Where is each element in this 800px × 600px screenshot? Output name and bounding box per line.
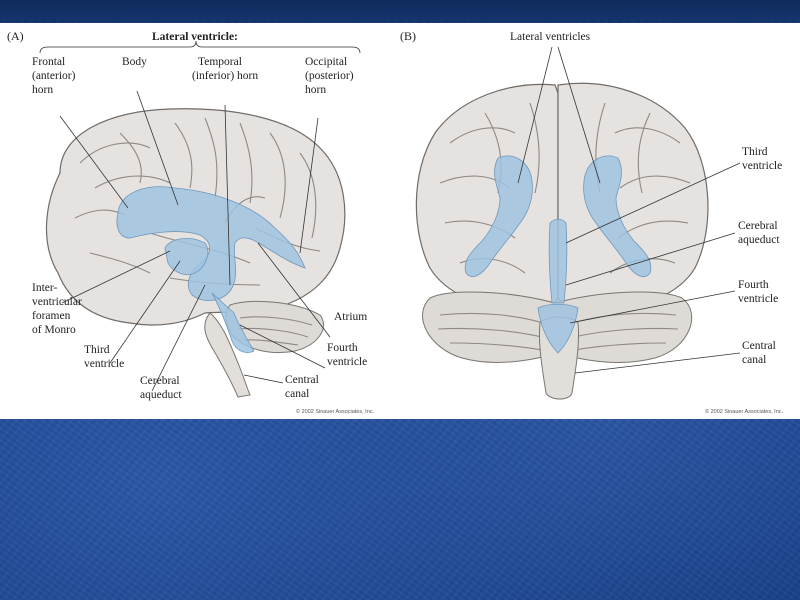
heading-bracket: [39, 40, 361, 54]
copyright-a: © 2002 Sinauer Associates, Inc.: [296, 408, 375, 415]
label-third-ventricle-2: ventricle: [84, 358, 124, 370]
label-fourth-ventricle-b-1: Fourth: [738, 279, 769, 291]
slide-top-band: [0, 0, 800, 22]
label-frontal-horn-3: horn: [32, 84, 53, 96]
figure-panel-b: (B) Lateral ventricles Third ventricle C…: [390, 23, 800, 419]
brain-posterior: [415, 82, 709, 400]
label-temporal-horn-1: Temporal: [198, 56, 242, 68]
label-foramen-monro-4: of Monro: [32, 324, 76, 336]
leader-lines-a: [59, 90, 331, 392]
label-lateral-ventricles: Lateral ventricles: [510, 31, 591, 43]
label-cerebral-aqueduct-1: Cerebral: [140, 375, 180, 387]
label-occipital-horn-1: Occipital: [305, 56, 347, 68]
label-central-canal-b-1: Central: [742, 340, 776, 352]
label-central-canal-1: Central: [285, 374, 319, 386]
panel-b-id: (B): [400, 29, 416, 43]
label-central-canal-b-2: canal: [742, 354, 766, 366]
label-cerebral-aqueduct-2: aqueduct: [140, 389, 182, 401]
label-frontal-horn-1: Frontal: [32, 56, 65, 68]
copyright-b: © 2002 Sinauer Associates, Inc.: [705, 408, 784, 415]
label-cerebral-aqueduct-b-2: aqueduct: [738, 234, 780, 246]
label-occipital-horn-3: horn: [305, 84, 326, 96]
label-central-canal-2: canal: [285, 388, 309, 400]
figure-panel-a: (A) Lateral ventricle: Frontal (anterior…: [0, 23, 390, 419]
label-fourth-ventricle-b-2: ventricle: [738, 293, 778, 305]
label-third-ventricle-1: Third: [84, 344, 110, 356]
label-body: Body: [122, 56, 147, 68]
ventricle-system-lateral: [116, 186, 306, 353]
label-atrium: Atrium: [334, 311, 367, 323]
label-temporal-horn-2: (inferior) horn: [192, 70, 258, 82]
label-fourth-ventricle-2: ventricle: [327, 356, 367, 368]
lateral-view-diagram: (A) Lateral ventricle: Frontal (anterior…: [7, 29, 375, 415]
label-foramen-monro-1: Inter-: [32, 282, 57, 294]
label-occipital-horn-2: (posterior): [305, 70, 354, 82]
label-third-ventricle-b-2: ventricle: [742, 160, 782, 172]
panel-a-heading: Lateral ventricle:: [152, 31, 238, 43]
label-frontal-horn-2: (anterior): [32, 70, 76, 82]
label-foramen-monro-2: ventricular: [32, 296, 82, 308]
posterior-view-diagram: (B) Lateral ventricles Third ventricle C…: [400, 29, 784, 415]
leader-lines-b: [517, 46, 741, 374]
label-cerebral-aqueduct-b-1: Cerebral: [738, 220, 778, 232]
label-third-ventricle-b-1: Third: [742, 146, 768, 158]
ventricle-system-posterior: [464, 155, 652, 354]
label-foramen-monro-3: foramen: [32, 310, 71, 322]
panel-a-id: (A): [7, 29, 24, 43]
label-fourth-ventricle-1: Fourth: [327, 342, 358, 354]
